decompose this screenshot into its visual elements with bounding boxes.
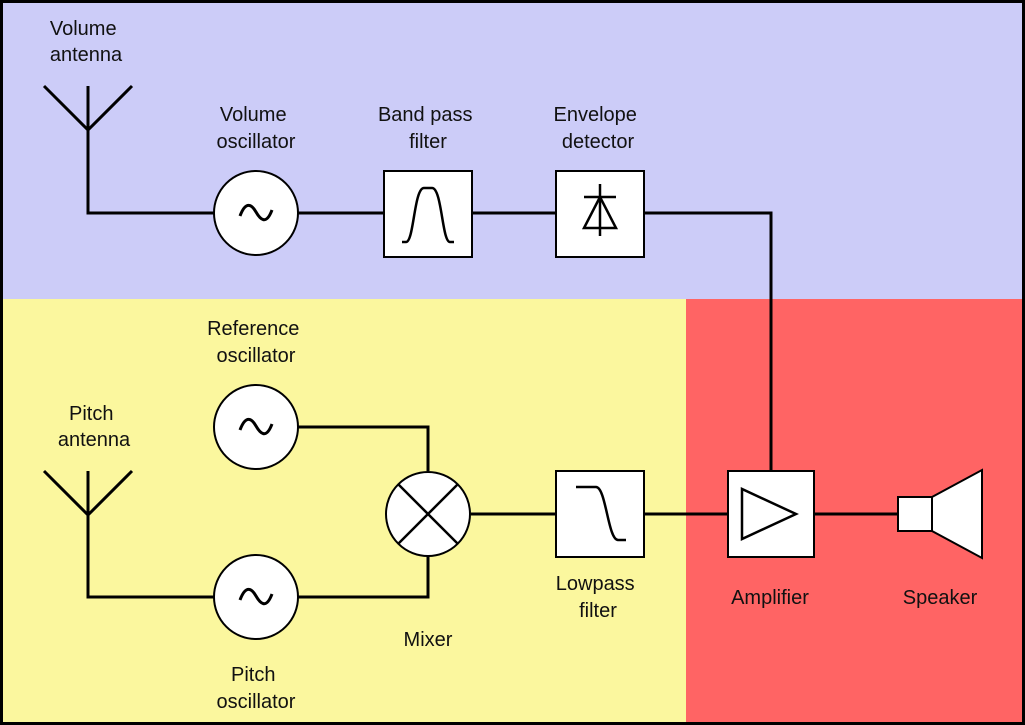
lowpass-filter-label: Lowpass filter	[556, 573, 641, 622]
amplifier-block	[727, 470, 815, 558]
band-pass-curve-icon	[402, 186, 454, 244]
pitch-antenna-label: Pitch antenna	[58, 403, 131, 451]
pitch-oscillator-sine-icon	[238, 587, 274, 606]
band-pass-filter-block	[383, 170, 473, 258]
volume-section-background	[3, 3, 1022, 299]
amplifier-triangle-icon	[740, 487, 799, 541]
lowpass-filter-block	[555, 470, 645, 558]
volume-oscillator-block	[213, 170, 299, 256]
wire-reference-osc-to-mixer	[298, 425, 430, 471]
reference-oscillator-label: Reference oscillator	[207, 318, 305, 367]
diode-icon	[581, 184, 619, 236]
reference-oscillator-sine-icon	[238, 417, 274, 436]
volume-antenna-label: Volume antenna	[50, 18, 123, 66]
pitch-oscillator-label: Pitch oscillator	[217, 664, 296, 713]
reference-oscillator-block	[213, 384, 299, 470]
wire-pitch-osc-to-mixer	[298, 556, 430, 599]
speaker-icon	[897, 468, 983, 560]
wire-envelope-to-amplifier	[644, 211, 773, 471]
multiplier-cross-icon	[397, 483, 459, 545]
band-pass-filter-label: Band pass filter	[378, 104, 478, 153]
envelope-detector-block	[555, 170, 645, 258]
volume-antenna-icon	[42, 84, 134, 132]
low-pass-curve-icon	[576, 485, 626, 542]
mixer-block	[385, 471, 471, 557]
envelope-detector-label: Envelope detector	[554, 104, 643, 153]
volume-oscillator-sine-icon	[238, 203, 274, 222]
pitch-oscillator-block	[213, 554, 299, 640]
wire-pitch-antenna-to-oscillator	[86, 513, 214, 599]
pitch-antenna-icon	[42, 469, 134, 517]
signal-wires	[86, 128, 898, 599]
volume-oscillator-label: Volume oscillator	[217, 104, 296, 153]
amplifier-label: Amplifier	[731, 587, 809, 609]
speaker-label: Speaker	[903, 587, 978, 609]
wire-volume-antenna-to-oscillator	[86, 128, 214, 215]
mixer-label: Mixer	[404, 629, 453, 651]
